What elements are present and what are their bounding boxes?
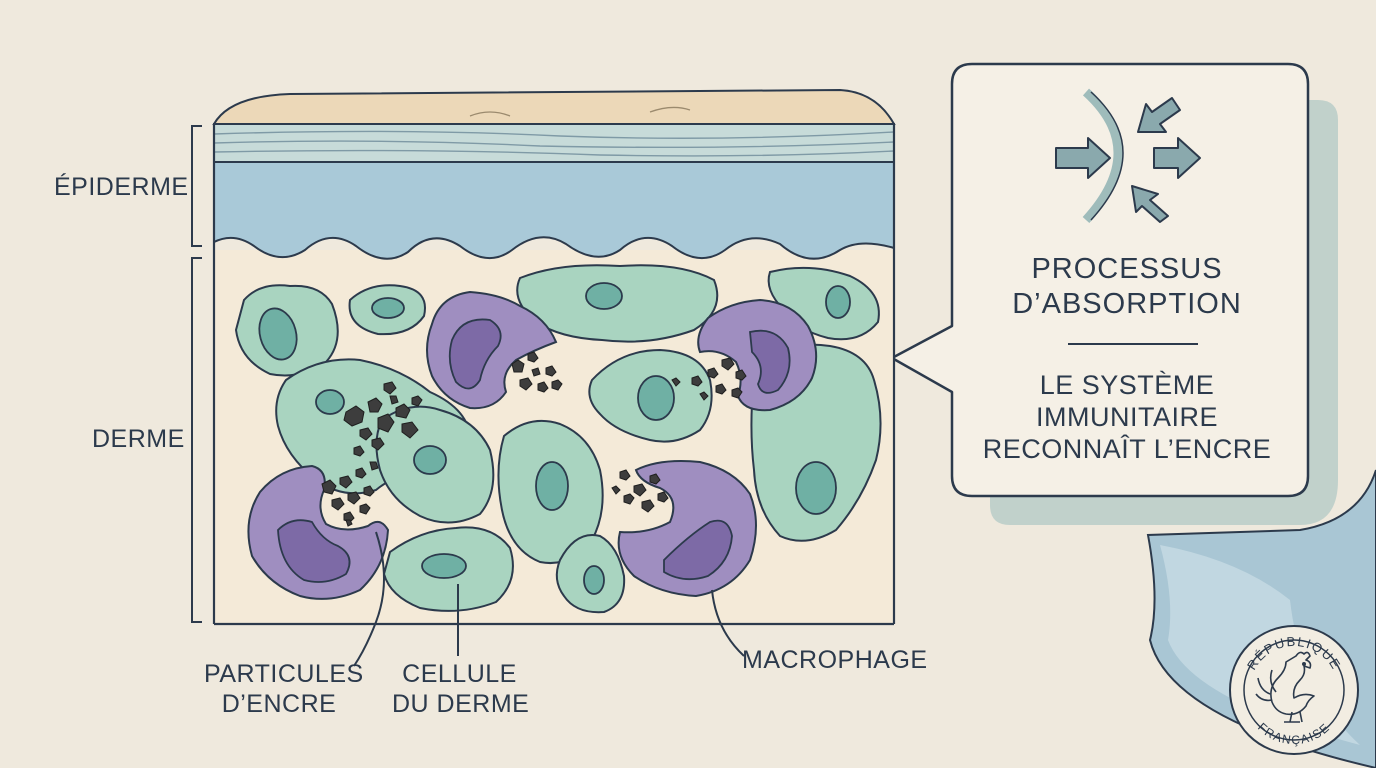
epiderme-label: ÉPIDERME [54,173,189,201]
panel-subtitle-line-3: RECONNAÎT L’ENCRE [982,434,1272,464]
panel-box [890,62,1310,498]
panel-subtitle-line-2: IMMUNITAIRE [1036,402,1218,432]
panel-title-line-1: PROCESSUS [1031,253,1223,285]
leader-lines [353,531,745,667]
panel-subtitle: LE SYSTÈME IMMUNITAIRE RECONNAÎT L’ENCRE [952,369,1302,465]
particules-label-line-2: D’ENCRE [221,690,337,718]
derme-label: DERME [92,425,185,453]
particules-label: PARTICULES D’ENCRE [204,659,364,719]
ink-particles [321,351,747,527]
panel-subtitle-line-1: LE SYSTÈME [1039,370,1215,400]
rooster-icon [1255,651,1315,723]
macrophage-label: MACROPHAGE [742,646,928,674]
particules-label-line-1: PARTICULES [204,660,364,688]
cellule-label-line-1: CELLULE [402,660,517,688]
dermal-nuclei [258,282,851,595]
panel-title-line-2: D’ABSORPTION [1012,288,1242,320]
skin-block [212,88,896,626]
panel-title: PROCESSUS D’ABSORPTION [952,252,1302,322]
republique-seal: RÉPUBLIQUE FRANÇAISE [1229,625,1359,755]
stratum-lines [213,130,895,157]
skin-frame [212,124,896,626]
absorption-icon [1055,88,1201,224]
cellule-label-line-2: DU DERME [392,690,530,718]
skin-surface [212,88,896,125]
cellule-label: CELLULE DU DERME [392,659,530,719]
epidermis-stratum-layer [213,123,895,163]
brackets [191,125,202,623]
epidermis-basal-layer [213,159,895,260]
macrophage-nuclei [277,318,791,583]
